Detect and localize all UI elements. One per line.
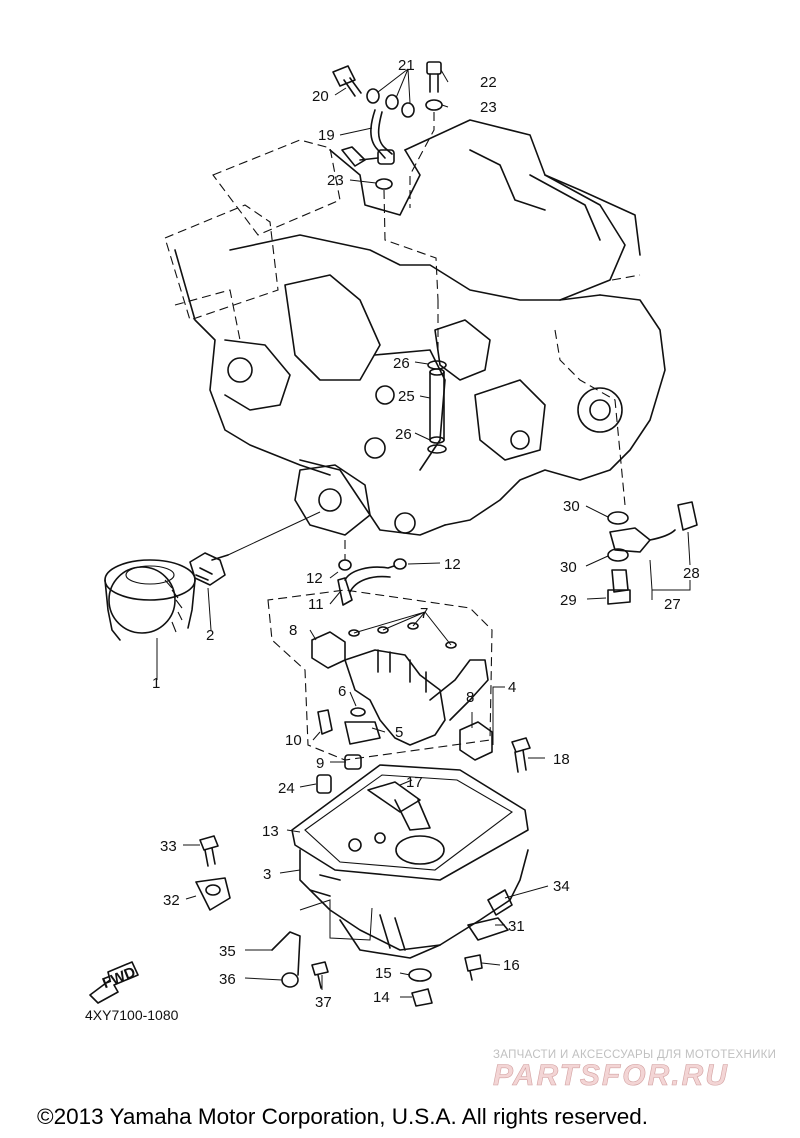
- callout-11: 11: [308, 596, 324, 613]
- callout-numbers: 1 2 3 4 5 6 7 8 8 9 10 11 12 12 13 14 15…: [152, 57, 700, 1011]
- oil-filter: [104, 559, 196, 641]
- callout-9: 9: [316, 755, 324, 772]
- callout-20: 20: [312, 88, 329, 105]
- callout-13: 13: [262, 823, 279, 840]
- oil-pan: [291, 764, 529, 959]
- callout-8a: 8: [289, 622, 297, 639]
- callout-31: 31: [508, 918, 525, 935]
- engine-block: [164, 119, 666, 536]
- callout-26b: 26: [395, 426, 412, 443]
- callout-19: 19: [318, 127, 335, 144]
- callout-10: 10: [285, 732, 302, 749]
- callout-12a: 12: [306, 570, 323, 587]
- fwd-arrow: FWD: [89, 961, 139, 1004]
- callout-22: 22: [480, 74, 497, 91]
- callout-8b: 8: [466, 689, 474, 706]
- callout-16: 16: [503, 957, 520, 974]
- callout-17: 17: [406, 774, 423, 791]
- callout-21: 21: [398, 57, 415, 74]
- callout-7: 7: [420, 605, 428, 622]
- callout-30b: 30: [560, 559, 577, 576]
- diagram-code: 4XY7100-1080: [85, 1007, 179, 1023]
- oil-pipe-25: [427, 300, 447, 454]
- oil-strainer-assembly: [267, 589, 493, 770]
- callout-28: 28: [683, 565, 700, 582]
- callout-3: 3: [263, 866, 271, 883]
- oil-delivery-pipe-assembly: [332, 61, 443, 301]
- callout-30a: 30: [563, 498, 580, 515]
- callout-1: 1: [152, 675, 160, 692]
- callout-33: 33: [160, 838, 177, 855]
- callout-24: 24: [278, 780, 295, 797]
- callout-14: 14: [373, 989, 390, 1006]
- copyright-notice: ©2013 Yamaha Motor Corporation, U.S.A. A…: [37, 1104, 648, 1129]
- watermark-tagline: ЗАПЧАСТИ И АКСЕССУАРЫ ДЛЯ МОТОТЕХНИКИ: [493, 1049, 776, 1061]
- callout-27: 27: [664, 596, 681, 613]
- callout-36: 36: [219, 971, 236, 988]
- callout-25: 25: [398, 388, 415, 405]
- callout-23b: 23: [327, 172, 344, 189]
- callout-2: 2: [206, 627, 214, 644]
- union-bolt-2: [189, 511, 321, 586]
- callout-29: 29: [560, 592, 577, 609]
- callout-12b: 12: [444, 556, 461, 573]
- callout-5: 5: [395, 724, 403, 741]
- callout-35: 35: [219, 943, 236, 960]
- callout-32: 32: [163, 892, 180, 909]
- callout-34: 34: [553, 878, 570, 895]
- callout-37: 37: [315, 994, 332, 1011]
- callout-26a: 26: [393, 355, 410, 372]
- misc-fasteners: [195, 501, 698, 1007]
- callout-23a: 23: [480, 99, 497, 116]
- callout-15: 15: [375, 965, 392, 982]
- fwd-label: FWD: [100, 964, 138, 993]
- callout-6: 6: [338, 683, 346, 700]
- oil-pipe-11: [337, 540, 407, 606]
- watermark-brand: PARTSFOR.RU: [493, 1059, 729, 1092]
- leader-lines: [156, 68, 691, 998]
- callout-18: 18: [553, 751, 570, 768]
- callout-4: 4: [508, 679, 516, 696]
